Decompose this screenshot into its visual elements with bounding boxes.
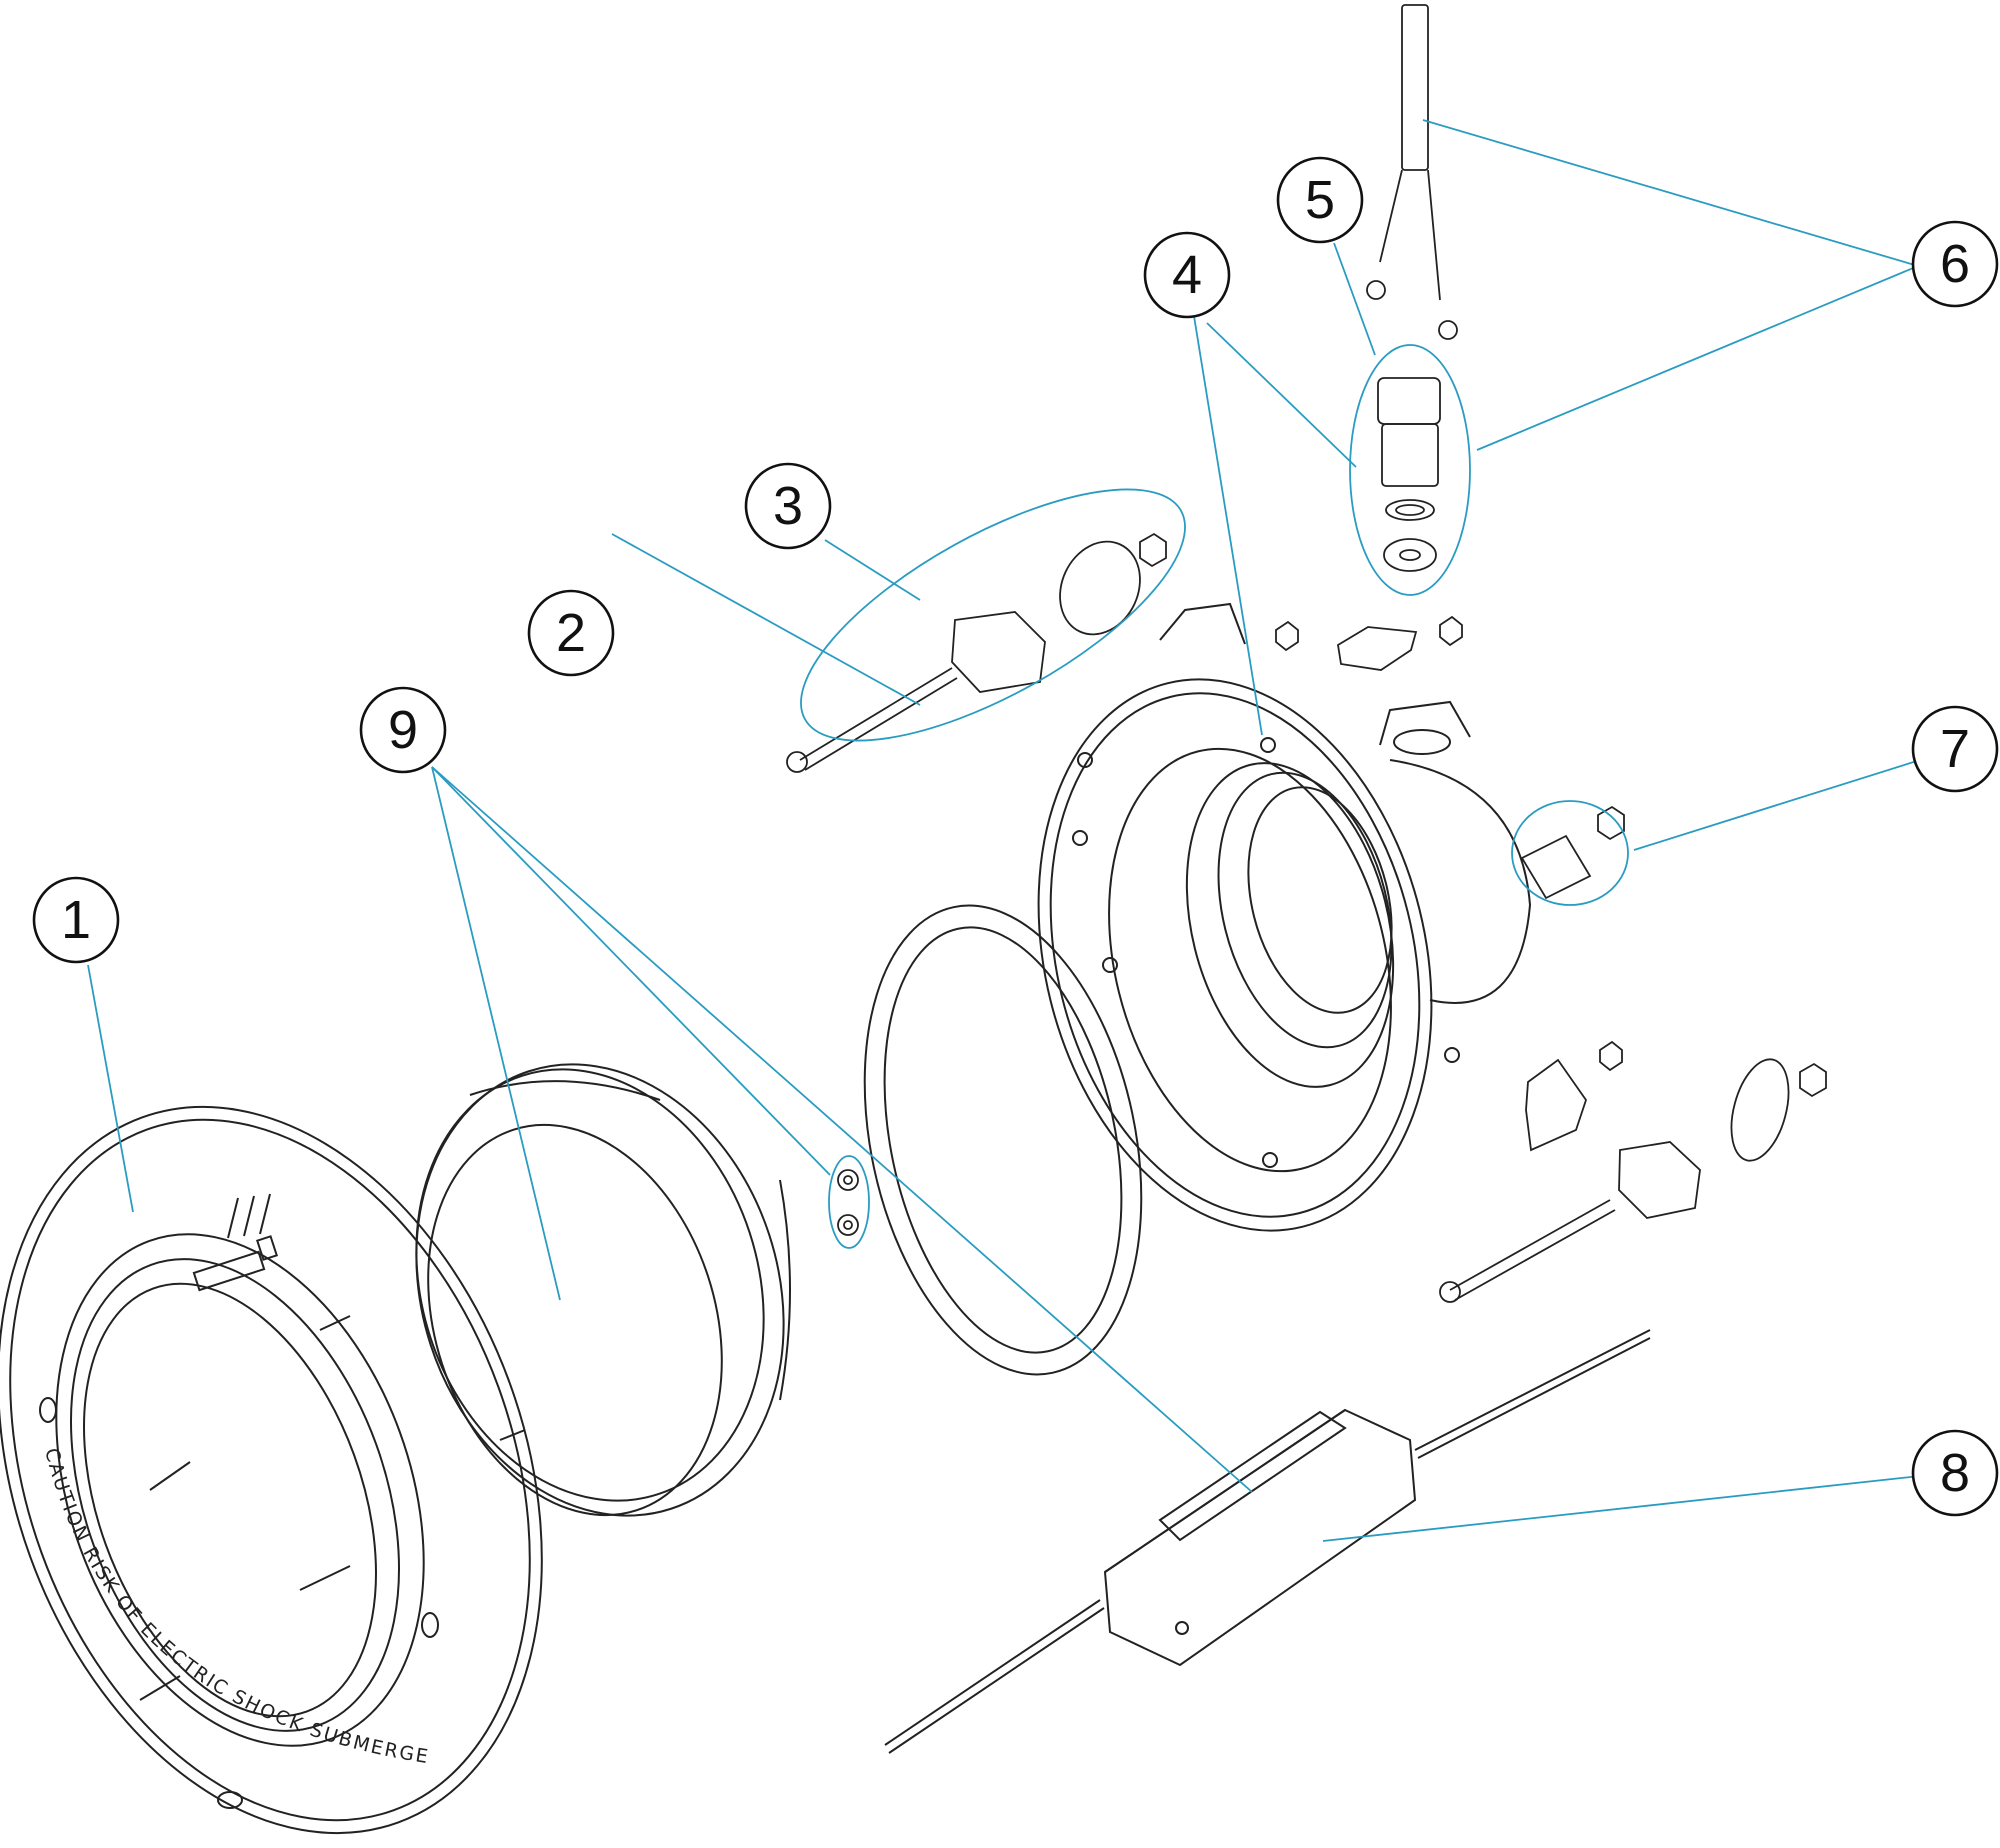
clamp-screw-kit-part bbox=[787, 528, 1166, 772]
svg-text:3: 3 bbox=[773, 476, 803, 536]
clip-nut-part bbox=[1522, 807, 1624, 898]
svg-text:9: 9 bbox=[388, 700, 418, 760]
callout-8: 8 bbox=[1911, 1429, 1999, 1517]
clip-bracket-upper-part bbox=[1276, 617, 1622, 1070]
callout-9: 9 bbox=[359, 686, 447, 774]
callout-6: 6 bbox=[1911, 220, 1999, 308]
svg-text:4: 4 bbox=[1172, 245, 1202, 305]
callout-3: 3 bbox=[744, 462, 832, 550]
svg-text:2: 2 bbox=[556, 603, 586, 663]
callout-7: 7 bbox=[1911, 705, 1999, 793]
power-cable-part bbox=[1367, 5, 1457, 339]
svg-text:6: 6 bbox=[1940, 234, 1970, 294]
svg-text:5: 5 bbox=[1305, 170, 1335, 230]
callout-4: 4 bbox=[1143, 231, 1231, 319]
transformer-driver-part bbox=[885, 1330, 1650, 1753]
gasket-part bbox=[824, 880, 1181, 1400]
terminal-studs-part bbox=[838, 1170, 858, 1235]
svg-text:7: 7 bbox=[1940, 719, 1970, 779]
callout-1: 1 bbox=[32, 876, 120, 964]
clip-bracket-lower-part bbox=[1440, 1053, 1826, 1302]
trim-ring-part bbox=[0, 1030, 638, 1848]
cable-gland-part bbox=[1378, 378, 1440, 571]
svg-text:8: 8 bbox=[1940, 1443, 1970, 1503]
leader-lines bbox=[87, 119, 1921, 1542]
callout-5: 5 bbox=[1276, 156, 1364, 244]
led-lamp-part bbox=[360, 1016, 841, 1563]
niche-housing-part bbox=[983, 604, 1530, 1273]
callout-2: 2 bbox=[527, 589, 615, 677]
svg-text:1: 1 bbox=[61, 890, 91, 950]
